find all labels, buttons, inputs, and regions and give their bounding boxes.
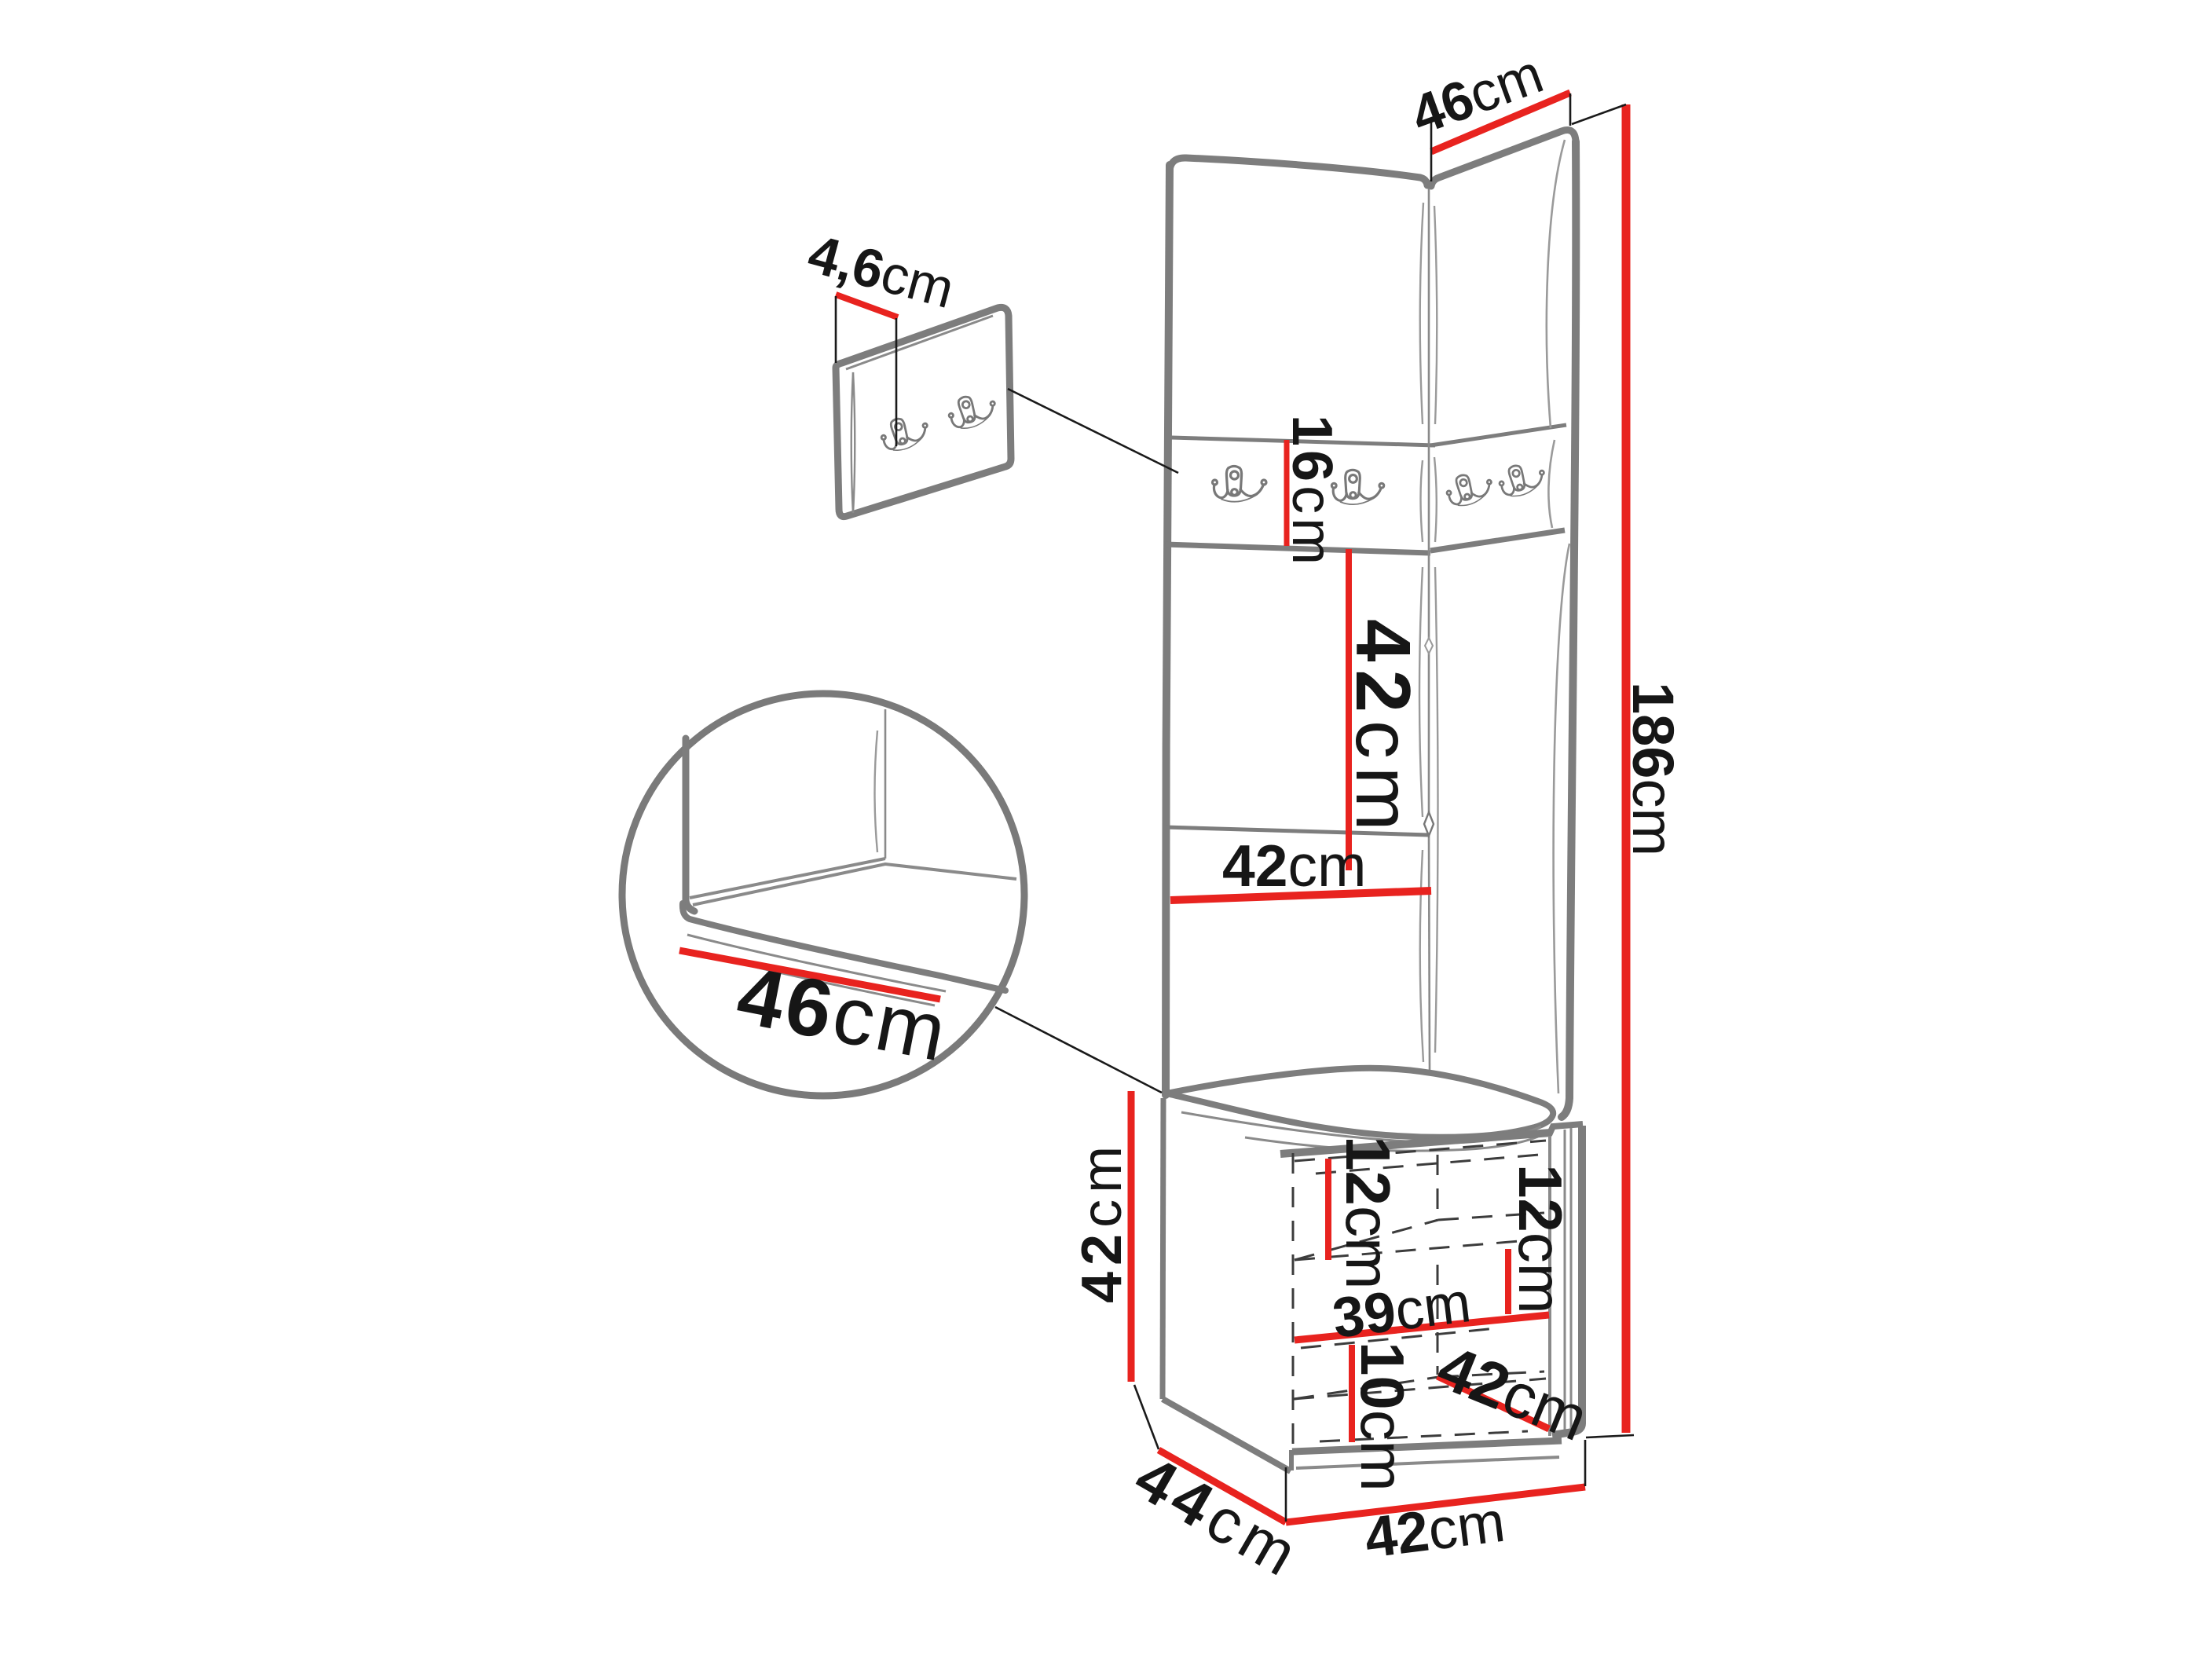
svg-text:42cm: 42cm	[1361, 1490, 1508, 1570]
svg-text:42cm: 42cm	[1222, 833, 1366, 899]
svg-text:16cm: 16cm	[1280, 415, 1343, 569]
svg-text:10cm: 10cm	[1348, 1342, 1417, 1492]
svg-text:42cm: 42cm	[1071, 1140, 1133, 1303]
svg-text:12cm: 12cm	[1506, 1164, 1575, 1314]
svg-text:186cm: 186cm	[1621, 682, 1686, 856]
svg-text:39cm: 39cm	[1329, 1271, 1474, 1350]
svg-text:12cm: 12cm	[1333, 1136, 1403, 1290]
svg-text:42cm: 42cm	[1340, 619, 1426, 839]
svg-text:46cm: 46cm	[731, 950, 956, 1079]
